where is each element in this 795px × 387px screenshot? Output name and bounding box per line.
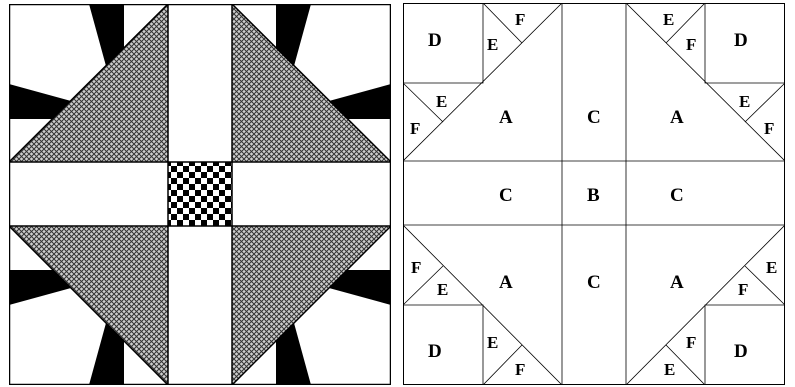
label-c: C xyxy=(499,185,513,206)
label-a: A xyxy=(499,107,513,128)
label-c: C xyxy=(670,185,684,206)
label-a: A xyxy=(670,272,684,293)
label-f: F xyxy=(515,10,525,29)
label-e: E xyxy=(663,10,674,29)
label-d: D xyxy=(734,341,748,362)
label-b: B xyxy=(587,185,600,206)
label-e: E xyxy=(739,92,750,111)
label-a: A xyxy=(670,107,684,128)
label-c: C xyxy=(587,272,601,293)
label-e: E xyxy=(487,35,498,54)
pattern-diagram: D E F E F D E F A C A E F C B C F E A C … xyxy=(403,3,785,385)
label-d: D xyxy=(428,30,442,51)
label-f: F xyxy=(686,333,696,352)
label-f: F xyxy=(410,119,420,138)
label-a: A xyxy=(499,272,513,293)
label-e: E xyxy=(437,280,448,299)
label-f: F xyxy=(764,119,774,138)
center-checker-square xyxy=(168,162,232,226)
label-d: D xyxy=(734,30,748,51)
label-e: E xyxy=(487,333,498,352)
label-f: F xyxy=(738,280,748,299)
label-e: E xyxy=(436,92,447,111)
label-e: E xyxy=(664,360,675,379)
label-d: D xyxy=(428,341,442,362)
quilt-block-illustration xyxy=(9,4,391,385)
label-c: C xyxy=(587,107,601,128)
label-f: F xyxy=(686,35,696,54)
label-f: F xyxy=(515,360,525,379)
label-f: F xyxy=(411,258,421,277)
label-e: E xyxy=(766,258,777,277)
